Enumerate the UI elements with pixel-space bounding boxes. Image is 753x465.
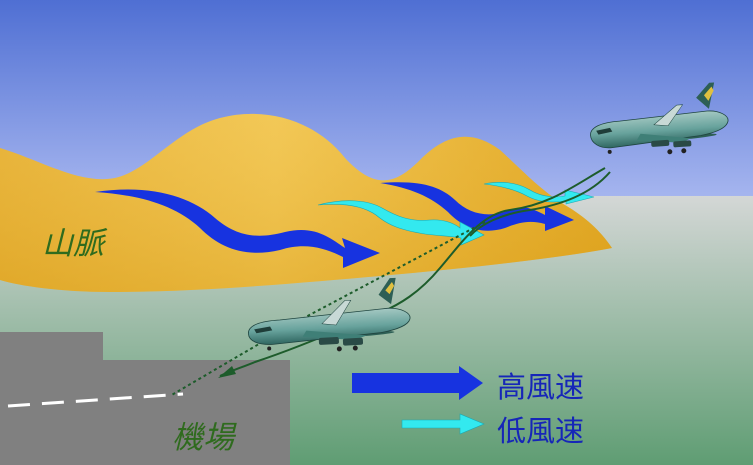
mountain-label: 山脈	[42, 226, 104, 262]
flight-path-solid	[374, 167, 606, 316]
high-wind-arrow	[380, 182, 574, 231]
airplane-lower	[247, 277, 411, 352]
legend-low-wind-label: 低風速	[497, 414, 585, 448]
sky	[0, 0, 753, 205]
legend	[352, 366, 485, 435]
airport-label: 機場	[172, 420, 234, 456]
high-wind-arrow	[95, 189, 380, 268]
legend-low-wind-arrow	[401, 413, 485, 435]
legend-high-wind-arrow	[352, 366, 483, 400]
runway	[0, 332, 290, 465]
low-wind-arrow	[483, 182, 595, 205]
flight-path-arrowhead	[218, 366, 236, 378]
airplane-upper	[590, 82, 729, 155]
legend-high-wind-label: 高風速	[497, 370, 585, 404]
flight-path-alt	[469, 171, 611, 237]
high-wind-arrows	[95, 182, 574, 268]
mountain-range	[0, 113, 612, 292]
